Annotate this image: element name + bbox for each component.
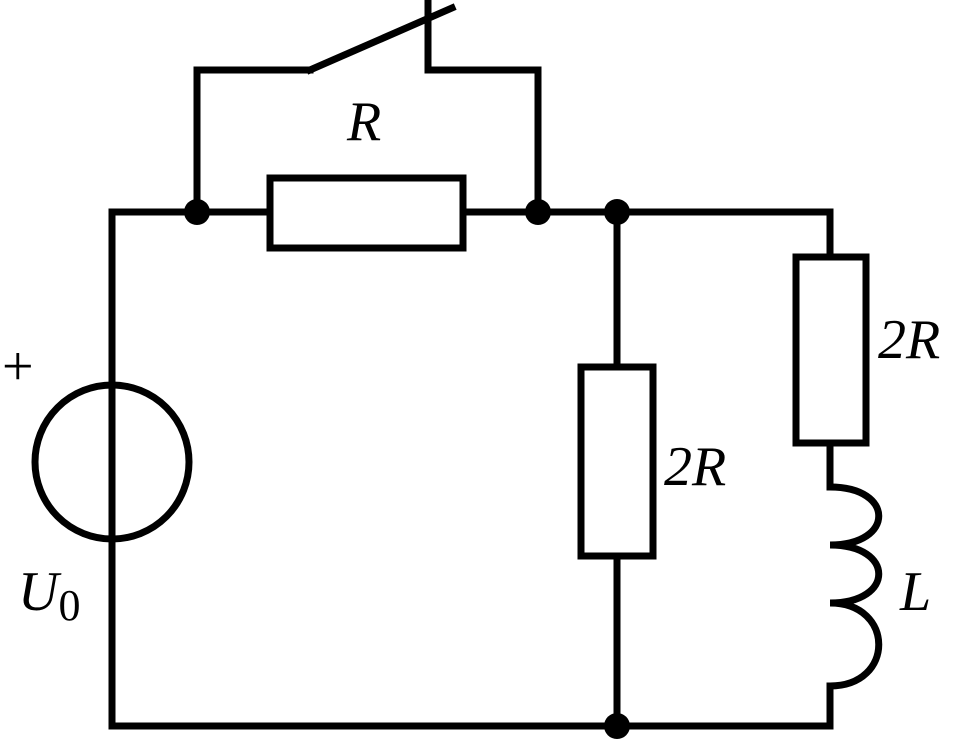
junction-node-4 bbox=[604, 713, 630, 739]
wire-bottom bbox=[108, 534, 834, 730]
switch bbox=[193, 0, 542, 216]
wire-top-middle bbox=[459, 208, 834, 261]
junction-node-1 bbox=[184, 199, 210, 225]
inductor-label: L bbox=[899, 561, 931, 623]
resistor-2r-middle bbox=[577, 363, 657, 560]
resistor-r-label: R bbox=[346, 91, 381, 153]
inductor bbox=[826, 483, 883, 690]
resistor-2r-right bbox=[792, 253, 870, 447]
resistor-r bbox=[266, 174, 467, 252]
junction-node-2 bbox=[525, 199, 551, 225]
plus-sign: + bbox=[2, 336, 34, 398]
resistor-2r-middle-label: 2R bbox=[664, 436, 726, 498]
resistor-2r-right-label: 2R bbox=[878, 309, 940, 371]
junction-node-3 bbox=[604, 199, 630, 225]
source-label: U0 bbox=[18, 561, 80, 630]
